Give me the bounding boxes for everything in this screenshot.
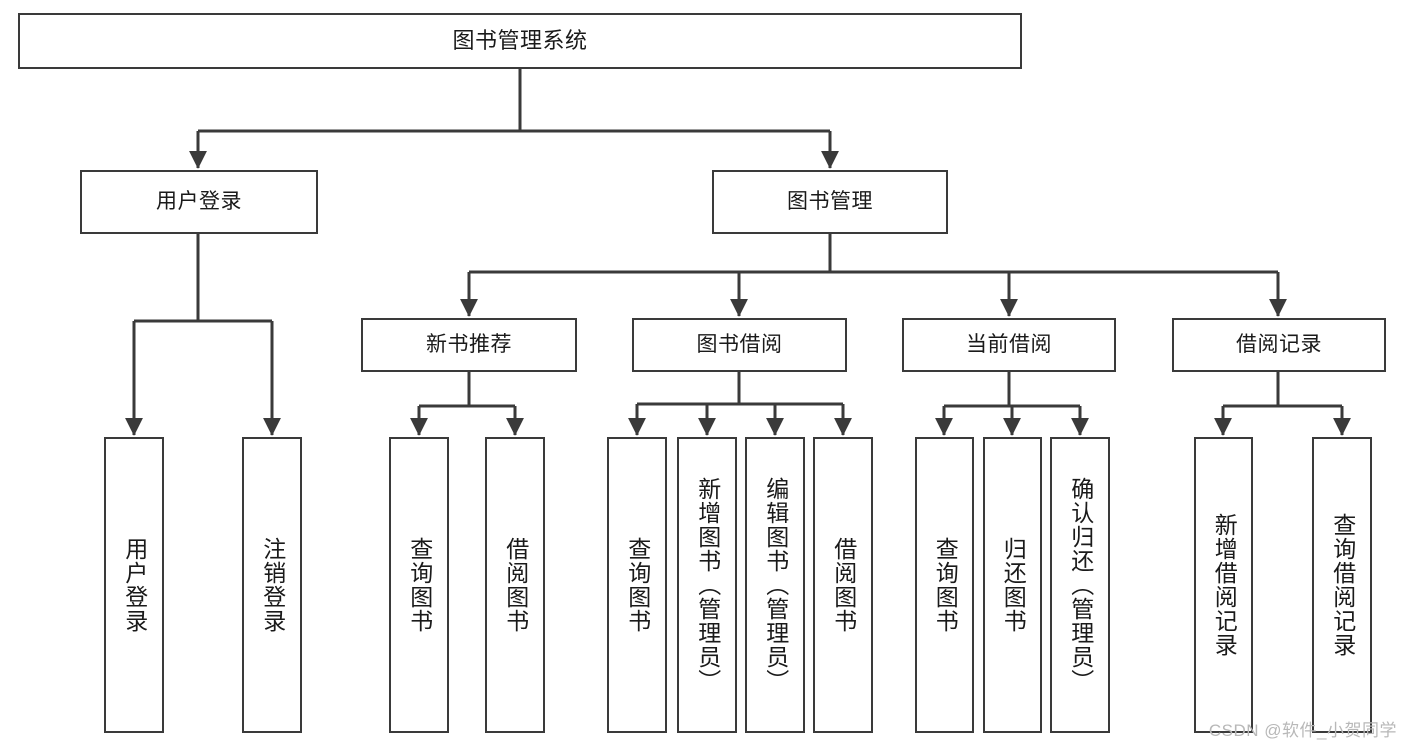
node-leaf-user-login[interactable]: 用户登录 <box>104 437 164 733</box>
node-leaf-add-book-admin-label: 新增图书（管理员） <box>694 477 721 693</box>
node-leaf-return-book[interactable]: 归还图书 <box>983 437 1042 733</box>
node-book-borrow[interactable]: 图书借阅 <box>632 318 847 372</box>
node-new-book-recommend-label: 新书推荐 <box>426 332 512 356</box>
node-leaf-query-book-current[interactable]: 查询图书 <box>915 437 974 733</box>
node-book-management-label: 图书管理 <box>787 189 873 213</box>
node-leaf-user-login-label: 用户登录 <box>121 537 148 633</box>
node-borrow-record-label: 借阅记录 <box>1236 332 1322 356</box>
node-new-book-recommend[interactable]: 新书推荐 <box>361 318 577 372</box>
node-leaf-logout[interactable]: 注销登录 <box>242 437 302 733</box>
node-leaf-query-borrow-record-label: 查询借阅记录 <box>1329 513 1356 657</box>
node-leaf-query-book-recommend[interactable]: 查询图书 <box>389 437 449 733</box>
node-leaf-query-book-current-label: 查询图书 <box>932 537 959 633</box>
node-book-borrow-label: 图书借阅 <box>696 332 783 356</box>
node-current-borrow-label: 当前借阅 <box>966 332 1052 356</box>
node-leaf-query-book-borrow-label: 查询图书 <box>624 537 651 633</box>
node-leaf-confirm-return-admin-label: 确认归还（管理员） <box>1067 477 1094 693</box>
node-leaf-add-book-admin[interactable]: 新增图书（管理员） <box>677 437 737 733</box>
node-leaf-query-book-borrow[interactable]: 查询图书 <box>607 437 667 733</box>
node-leaf-confirm-return-admin[interactable]: 确认归还（管理员） <box>1050 437 1110 733</box>
node-user-login-label: 用户登录 <box>156 189 242 213</box>
node-leaf-logout-label: 注销登录 <box>259 537 286 633</box>
node-leaf-query-borrow-record[interactable]: 查询借阅记录 <box>1312 437 1372 733</box>
node-leaf-borrow-book-recommend-label: 借阅图书 <box>502 537 529 633</box>
node-leaf-edit-book-admin-label: 编辑图书（管理员） <box>762 477 789 693</box>
node-leaf-return-book-label: 归还图书 <box>1000 537 1027 633</box>
node-leaf-borrow-book-recommend[interactable]: 借阅图书 <box>485 437 545 733</box>
node-book-management[interactable]: 图书管理 <box>712 170 948 234</box>
node-user-login[interactable]: 用户登录 <box>80 170 318 234</box>
node-current-borrow[interactable]: 当前借阅 <box>902 318 1116 372</box>
node-leaf-query-book-recommend-label: 查询图书 <box>406 537 433 633</box>
node-leaf-add-borrow-record-label: 新增借阅记录 <box>1211 513 1238 657</box>
node-leaf-borrow-book-label: 借阅图书 <box>830 537 857 633</box>
node-root-system-label: 图书管理系统 <box>452 28 588 54</box>
node-root-system[interactable]: 图书管理系统 <box>18 13 1022 69</box>
node-leaf-edit-book-admin[interactable]: 编辑图书（管理员） <box>745 437 805 733</box>
csdn-watermark: CSDN @软件_小贺同学 <box>1208 721 1397 740</box>
node-borrow-record[interactable]: 借阅记录 <box>1172 318 1386 372</box>
node-leaf-borrow-book[interactable]: 借阅图书 <box>813 437 873 733</box>
node-leaf-add-borrow-record[interactable]: 新增借阅记录 <box>1194 437 1253 733</box>
